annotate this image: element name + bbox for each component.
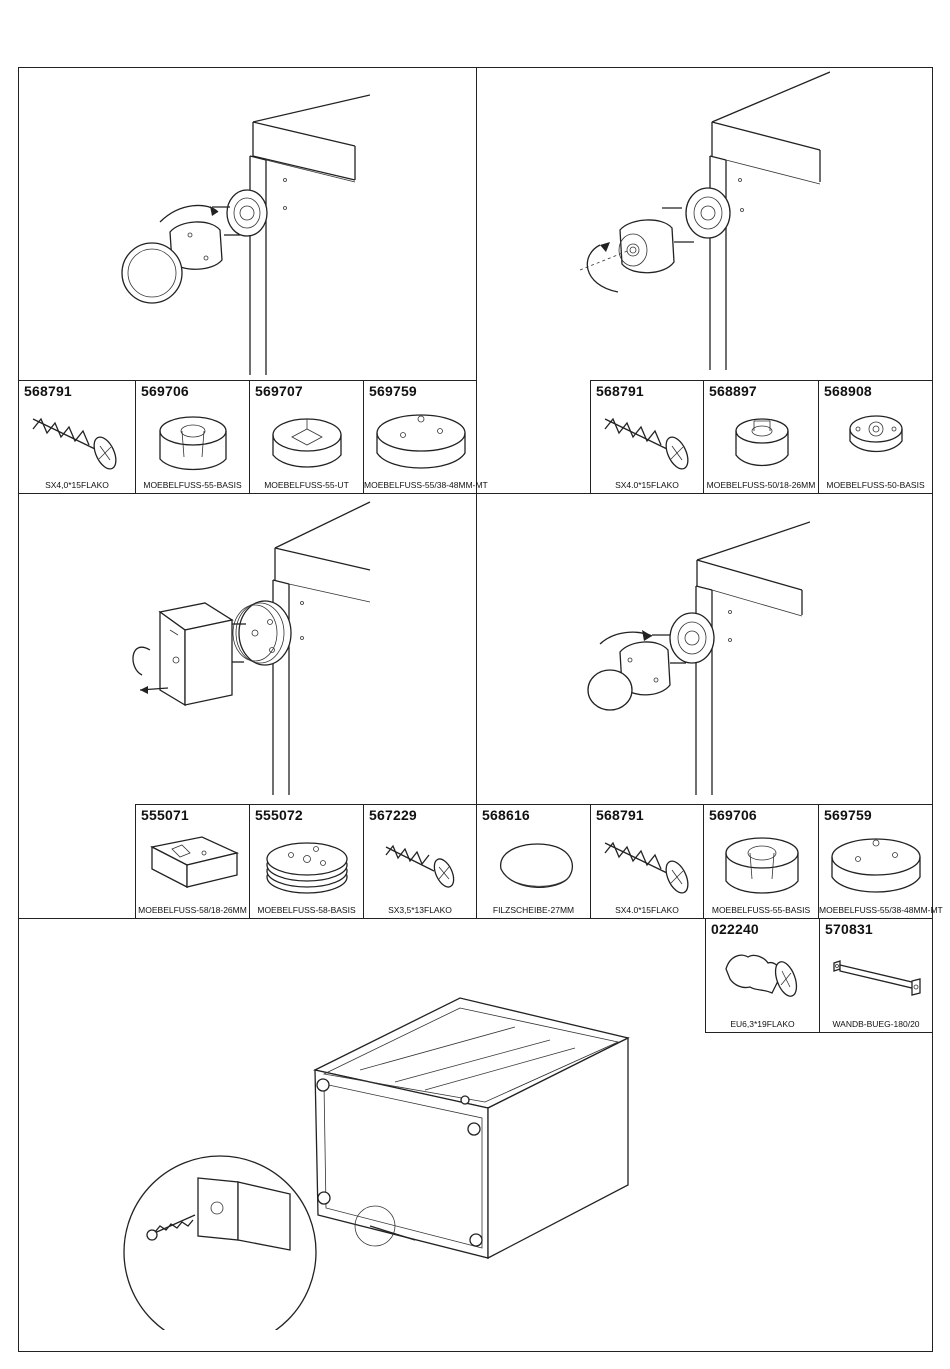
foot-base-icon [710,825,812,904]
part-name: MOEBELFUSS-55/38-48MM-MT [819,905,943,915]
foot-cap-icon [370,401,470,479]
square-foot-icon [142,825,243,904]
part-cell: 568791 SX4,0*15FLAKO [18,380,136,494]
part-number: 555071 [141,807,189,823]
part-name: MOEBELFUSS-55-BASIS [711,905,811,915]
part-number: 569707 [255,383,303,399]
foot-ring-icon [256,401,357,479]
part-cell: 569706 MOEBELFUSS-55-BASIS [703,804,819,919]
part-cell: 569759 MOEBELFUSS-55/38-48MM-MT [818,804,943,919]
foot-base-icon [710,401,812,479]
screw-icon [597,825,697,904]
screw-icon [370,825,470,904]
part-number: 569759 [369,383,417,399]
bracket-icon [826,939,926,1018]
foot-mount-icon [825,401,926,479]
part-cell: 568616 FILZSCHEIBE-27MM [476,804,591,919]
part-cell: 569759 MOEBELFUSS-55/38-48MM-MT [363,380,488,494]
part-number: 022240 [711,921,759,937]
screw-icon [712,939,813,1018]
screw-icon [597,401,697,479]
part-cell: 022240 EU6,3*19FLAKO [705,918,820,1033]
part-number: 569706 [709,807,757,823]
part-name: MOEBELFUSS-55-UT [264,480,349,490]
part-cell: 569706 MOEBELFUSS-55-BASIS [135,380,250,494]
part-cell: 570831 WANDB-BUEG-180/20 [819,918,933,1033]
part-number: 568791 [24,383,72,399]
assembly-diagram-foot-50-twist [570,70,830,380]
foot-base-icon [142,401,243,479]
part-name: SX4.0*15FLAKO [615,480,679,490]
part-number: 555072 [255,807,303,823]
part-number: 568897 [709,383,757,399]
part-name: WANDB-BUEG-180/20 [832,1019,920,1029]
part-number: 568908 [824,383,872,399]
part-number: 569706 [141,383,189,399]
part-cell: 568791 SX4.0*15FLAKO [590,804,704,919]
part-name: SX4,0*15FLAKO [45,480,109,490]
part-name: FILZSCHEIBE-27MM [492,905,575,915]
felt-pad-icon [483,825,584,904]
screw-icon [25,401,129,479]
part-name: MOEBELFUSS-50/18-26MM [706,480,816,490]
part-cell: 555071 MOEBELFUSS-58/18-26MM [135,804,250,919]
part-cell: 568791 SX4.0*15FLAKO [590,380,704,494]
part-number: 570831 [825,921,873,937]
part-name: MOEBELFUSS-58/18-26MM [138,905,247,915]
part-number: 569759 [824,807,872,823]
part-cell: 567229 SX3,5*13FLAKO [363,804,477,919]
part-number: 567229 [369,807,417,823]
assembly-diagram-foot-55-twist [100,90,370,380]
part-cell: 568908 MOEBELFUSS-50-BASIS [818,380,933,494]
part-name: MOEBELFUSS-55-BASIS [143,480,242,490]
part-cell: 569707 MOEBELFUSS-55-UT [249,380,364,494]
part-number: 568791 [596,383,644,399]
part-name: MOEBELFUSS-55/38-48MM-MT [364,480,488,490]
part-number: 568616 [482,807,530,823]
part-name: MOEBELFUSS-50-BASIS [826,480,925,490]
part-name: MOEBELFUSS-58-BASIS [257,905,356,915]
part-number: 568791 [596,807,644,823]
assembly-diagram-foot-55-felt [580,520,810,800]
part-cell: 555072 MOEBELFUSS-58-BASIS [249,804,364,919]
foot-cap-icon [825,825,926,904]
disc-stack-icon [256,825,357,904]
assembly-diagram-wall-bracket [120,990,640,1330]
part-name: SX3,5*13FLAKO [388,905,452,915]
part-name: EU6,3*19FLAKO [730,1019,795,1029]
instruction-sheet-frame [18,67,933,1352]
part-name: SX4.0*15FLAKO [615,905,679,915]
assembly-diagram-foot-58-square [120,500,380,800]
part-cell: 568897 MOEBELFUSS-50/18-26MM [703,380,819,494]
